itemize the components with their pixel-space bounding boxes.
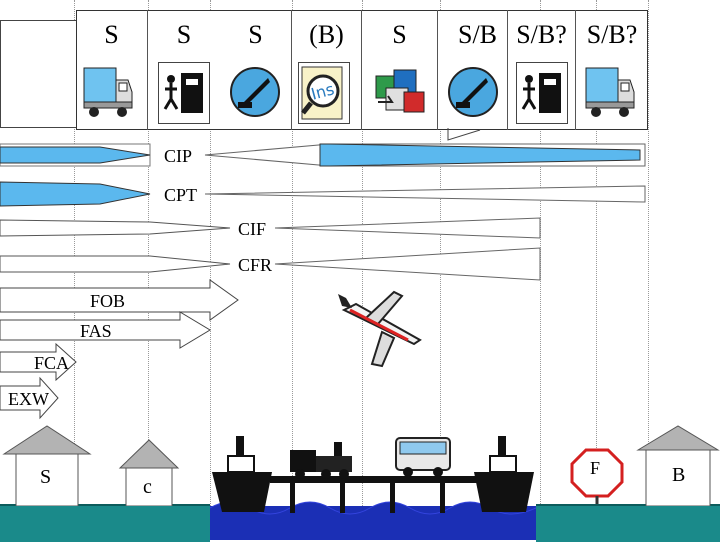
seller-house-icon: [2, 425, 92, 506]
header-cell: S: [220, 10, 292, 130]
header-cell-label: S: [392, 20, 407, 49]
header-pointer: [447, 128, 481, 141]
buyer-house-icon: [636, 425, 720, 506]
header-cell-label: S: [248, 20, 263, 49]
cpt-arrow-tail: [204, 185, 646, 203]
ground-right: [536, 504, 720, 542]
water: [210, 501, 536, 540]
crane-unloading-icon: [446, 62, 498, 124]
train-icon: [290, 442, 352, 479]
port-scene: [212, 436, 534, 513]
truck-icon: [82, 62, 134, 124]
guide-line: [596, 0, 597, 540]
frontier-sign-icon: [570, 448, 624, 504]
seller-label: S: [40, 466, 52, 488]
cip-arrow-head: [0, 146, 151, 164]
crane-loading-icon: [228, 62, 280, 124]
cip-label: CIP: [164, 146, 193, 166]
header-cell-label: S: [176, 20, 192, 49]
header-cell: S/B?: [576, 10, 648, 130]
export-clearance-icon: [158, 62, 210, 124]
guide-line: [292, 0, 293, 540]
left-frame: [0, 20, 76, 128]
bus-icon: [395, 437, 451, 477]
airplane-icon: [338, 290, 422, 368]
header-cell-label: S/B?: [516, 20, 567, 49]
exw-arrow: [0, 376, 59, 420]
cif-arrow: [0, 219, 231, 237]
frontier-label: F: [590, 458, 601, 478]
header-cell: S: [362, 10, 438, 130]
cfr-label: CFR: [238, 255, 273, 275]
header-cell: S: [76, 10, 148, 130]
fob-label: FOB: [90, 291, 126, 311]
cfr-arrow-tail: [274, 247, 541, 281]
truck-icon: [584, 62, 636, 124]
header-cell: S/B: [438, 10, 508, 130]
fob-arrow: [0, 279, 239, 321]
fas-arrow: [0, 311, 211, 349]
cip-arrow-blue: [319, 143, 641, 167]
carrier-house-icon: [118, 439, 180, 506]
header-cell: S: [148, 10, 220, 130]
carrier-label: c: [143, 476, 152, 498]
buyer-label: B: [672, 464, 686, 486]
cfr-arrow: [0, 255, 231, 273]
fca-arrow: [0, 342, 77, 382]
cif-label: CIF: [238, 219, 267, 239]
insurance-icon: Ins: [298, 62, 350, 124]
cif-arrow-tail: [274, 217, 541, 239]
transport-document-icon: [372, 62, 425, 124]
header-cell-label: S/B?: [586, 20, 638, 49]
fas-label: FAS: [80, 321, 112, 341]
exw-label: EXW: [8, 389, 49, 409]
fca-label: FCA: [34, 353, 70, 373]
header-cell: S/B?: [508, 10, 576, 130]
guide-line: [648, 0, 649, 540]
guide-line: [210, 0, 211, 540]
guide-line: [362, 0, 363, 540]
cpt-label: CPT: [164, 185, 198, 205]
header-cell-label: S: [104, 20, 119, 49]
header-cell-label: S/B: [457, 20, 498, 49]
import-clearance-icon: [516, 62, 568, 124]
header-cell-label: (B): [309, 20, 344, 49]
header-cell: (B) Ins: [292, 10, 362, 130]
ground-left: [0, 504, 210, 542]
cpt-arrow: [0, 181, 151, 207]
